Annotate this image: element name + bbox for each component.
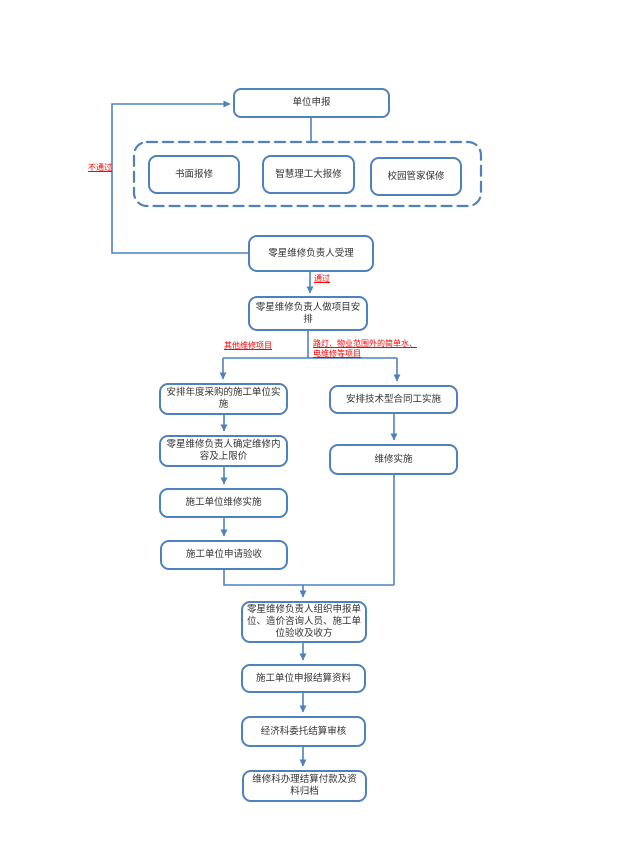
report-channels-group-outline — [132, 140, 483, 208]
node-contractor-repair-impl: 施工单位维修实施 — [159, 488, 288, 518]
edge-label-simple-projects-line1: 路灯、物业范围外的简单水、 — [313, 339, 417, 348]
edge-label-simple-projects: 路灯、物业范围外的简单水、 电维修等项目 — [313, 339, 417, 358]
node-written-repair: 书面报修 — [148, 155, 240, 194]
node-confirm-content-price-cap: 零星维修负责人确定维修内容及上限价 — [159, 435, 288, 467]
node-tech-contract-worker-impl: 安排技术型合同工实施 — [329, 385, 458, 414]
node-unit-declaration: 单位申报 — [233, 88, 390, 118]
node-smart-university-repair: 智慧理工大报修 — [262, 155, 355, 194]
node-leader-accept: 零星维修负责人受理 — [248, 235, 374, 272]
edge-label-other-repair-projects: 其他维修项目 — [224, 341, 272, 350]
node-annual-contractor-impl: 安排年度采购的施工单位实施 — [159, 383, 288, 415]
connector-branch-stem — [223, 331, 397, 359]
node-leader-arrange-project: 零星维修负责人做项目安排 — [248, 296, 368, 331]
node-payment-and-archive: 维修科办理结算付款及资料归档 — [242, 770, 367, 802]
node-campus-keeper-repair: 校园管家保修 — [370, 157, 462, 196]
node-repair-implementation: 维修实施 — [329, 444, 458, 475]
edge-label-not-pass: 不通过 — [88, 163, 112, 172]
node-settlement-audit: 经济科委托结算审核 — [241, 716, 366, 747]
edge-label-simple-projects-line2: 电维修等项目 — [313, 348, 361, 358]
node-organize-acceptance: 零星维修负责人组织申报单位、造价咨询人员、施工单位验收及收方 — [241, 601, 367, 643]
connector-notpass-feedback — [111, 100, 248, 254]
node-settlement-materials: 施工单位申报结算资料 — [241, 664, 366, 693]
node-contractor-apply-acceptance: 施工单位申请验收 — [160, 540, 288, 570]
connector-merge — [223, 570, 394, 586]
edge-label-pass: 通过 — [314, 274, 330, 283]
